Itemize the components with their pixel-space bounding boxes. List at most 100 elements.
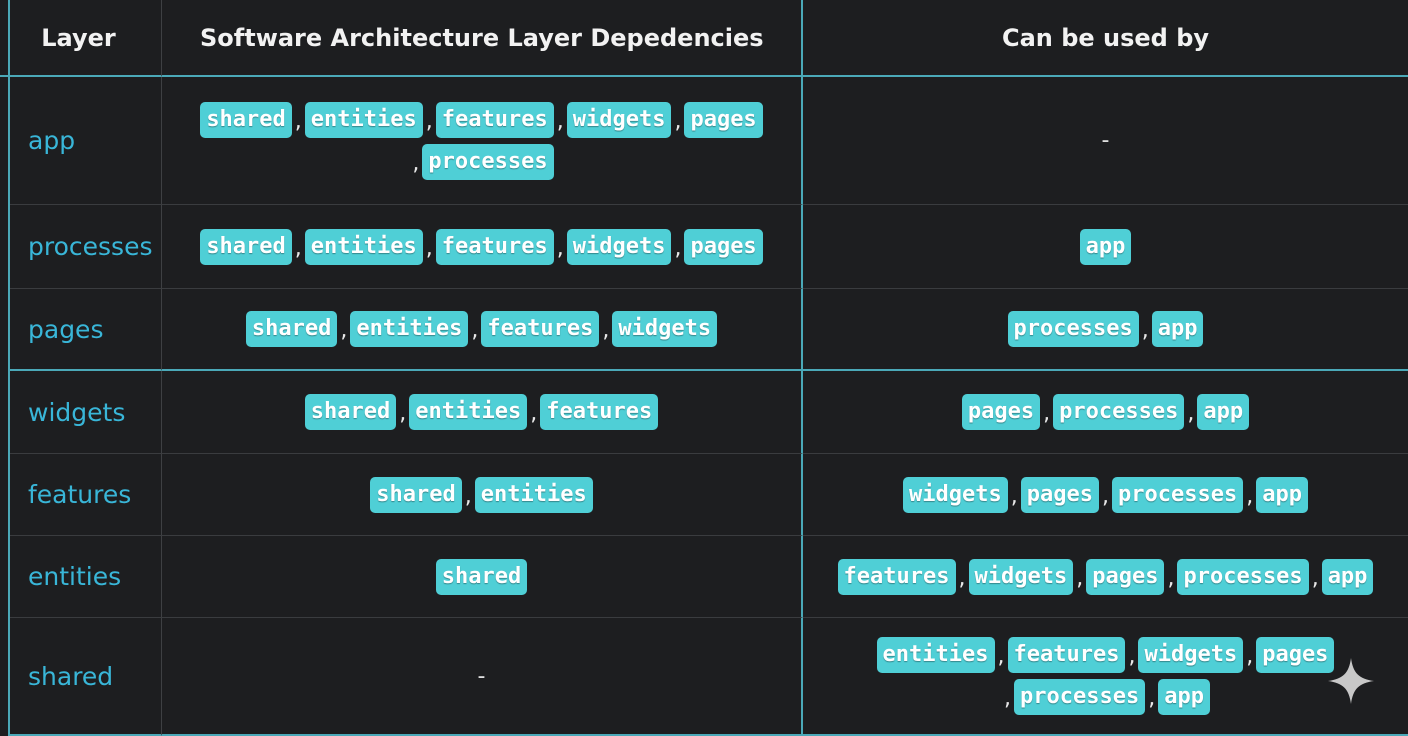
layer-tag: widgets xyxy=(968,558,1074,595)
empty-dash: - xyxy=(477,663,486,689)
tag-list: entities,features,widgets,pages,processe… xyxy=(871,637,1341,715)
tag-separator: , xyxy=(556,235,564,261)
layer-tag: shared xyxy=(200,101,292,138)
layer-tag: processes xyxy=(1177,558,1309,595)
layer-cell: shared xyxy=(10,618,162,736)
tag-separator: , xyxy=(530,401,538,426)
layer-name: processes xyxy=(28,232,153,261)
tag-separator: , xyxy=(340,318,348,343)
tag-separator: , xyxy=(1010,483,1018,509)
tag-separator: , xyxy=(674,235,682,261)
layer-tag: app xyxy=(1197,394,1250,430)
layer-tag: pages xyxy=(684,228,763,265)
tag-separator: , xyxy=(1128,644,1136,669)
tag-separator: , xyxy=(1076,565,1084,591)
layer-cell: pages xyxy=(10,289,162,371)
layer-name: app xyxy=(28,126,76,155)
tag-separator: , xyxy=(425,108,433,134)
table-left-gutter xyxy=(0,371,10,454)
dependencies-cell: shared,entities,features,widgets xyxy=(162,289,803,371)
tag-list: shared,entities,features xyxy=(304,394,659,430)
header-dependencies: Software Architecture Layer Depedencies xyxy=(162,0,803,77)
layer-tag: processes xyxy=(1007,311,1139,347)
tag-list: features,widgets,pages,processes,app xyxy=(837,558,1374,595)
tag-separator: , xyxy=(958,565,966,591)
layer-tag: entities xyxy=(304,101,423,138)
layer-tag: processes xyxy=(1053,394,1185,430)
tag-separator: , xyxy=(1187,401,1195,426)
layer-tag: features xyxy=(837,558,956,595)
layer-tag: entities xyxy=(409,394,528,430)
tag-list: app xyxy=(1079,228,1132,265)
used-by-cell: entities,features,widgets,pages,processe… xyxy=(803,618,1408,736)
dependencies-cell: shared,entities,features,widgets,pages,p… xyxy=(162,77,803,205)
table-left-gutter xyxy=(0,618,10,736)
tag-separator: , xyxy=(997,644,1005,669)
dependencies-cell: shared,entities,features xyxy=(162,371,803,454)
tag-separator: , xyxy=(1148,686,1156,711)
layer-tag: pages xyxy=(1020,476,1099,513)
tag-separator: , xyxy=(471,318,479,343)
layer-tag: features xyxy=(1007,637,1126,673)
table-left-gutter xyxy=(0,0,10,77)
layer-tag: app xyxy=(1079,228,1132,265)
table-left-gutter xyxy=(0,289,10,371)
layer-tag: widgets xyxy=(1138,637,1244,673)
table-left-gutter xyxy=(0,77,10,205)
layer-tag: entities xyxy=(304,228,423,265)
dependencies-cell: - xyxy=(162,618,803,736)
layer-tag: features xyxy=(435,101,554,138)
layer-tag: processes xyxy=(1014,679,1146,715)
tag-separator: , xyxy=(399,401,407,426)
layer-cell: entities xyxy=(10,536,162,618)
header-layer: Layer xyxy=(10,0,162,77)
tag-separator: , xyxy=(425,235,433,261)
empty-dash: - xyxy=(1101,128,1110,153)
used-by-cell: pages,processes,app xyxy=(803,371,1408,454)
layer-tag: pages xyxy=(1086,558,1165,595)
layer-tag: entities xyxy=(350,311,469,347)
layer-cell: app xyxy=(10,77,162,205)
layer-tag: entities xyxy=(876,637,995,673)
tag-separator: , xyxy=(412,150,420,176)
tag-list: shared,entities xyxy=(370,476,593,513)
tag-list: pages,processes,app xyxy=(961,394,1250,430)
layer-tag: app xyxy=(1321,558,1374,595)
layer-tag: widgets xyxy=(566,228,672,265)
tag-separator: , xyxy=(1141,318,1149,343)
layer-tag: processes xyxy=(1111,476,1244,513)
layer-cell: widgets xyxy=(10,371,162,454)
tag-separator: , xyxy=(556,108,564,134)
used-by-cell: - xyxy=(803,77,1408,205)
layer-tag: widgets xyxy=(566,101,672,138)
layer-tag: app xyxy=(1151,311,1204,347)
used-by-cell: widgets,pages,processes,app xyxy=(803,454,1408,536)
tag-separator: , xyxy=(294,108,302,134)
layer-tag: shared xyxy=(370,476,462,513)
tag-list: processes,app xyxy=(1007,311,1204,347)
layer-tag: pages xyxy=(1256,637,1335,673)
layer-tag: shared xyxy=(435,558,528,595)
layer-tag: processes xyxy=(422,143,554,180)
tag-separator: , xyxy=(1246,483,1254,509)
tag-list: shared,entities,features,widgets,pages,p… xyxy=(197,101,767,180)
tag-separator: , xyxy=(464,483,472,509)
dependencies-cell: shared,entities xyxy=(162,454,803,536)
layer-tag: app xyxy=(1256,476,1308,513)
layer-tag: features xyxy=(481,311,600,347)
sparkle-icon xyxy=(1328,658,1374,704)
used-by-cell: app xyxy=(803,205,1408,289)
layer-tag: shared xyxy=(304,394,397,430)
layer-tag: features xyxy=(540,394,659,430)
layer-tag: widgets xyxy=(612,311,718,347)
table-left-gutter xyxy=(0,454,10,536)
layer-cell: features xyxy=(10,454,162,536)
tag-separator: , xyxy=(1311,565,1319,591)
layer-tag: widgets xyxy=(903,476,1008,513)
table-left-gutter xyxy=(0,205,10,289)
tag-list: widgets,pages,processes,app xyxy=(903,476,1308,513)
layer-name: widgets xyxy=(28,397,126,427)
tag-list: shared,entities,features,widgets,pages xyxy=(200,228,763,265)
tag-separator: , xyxy=(602,318,610,343)
